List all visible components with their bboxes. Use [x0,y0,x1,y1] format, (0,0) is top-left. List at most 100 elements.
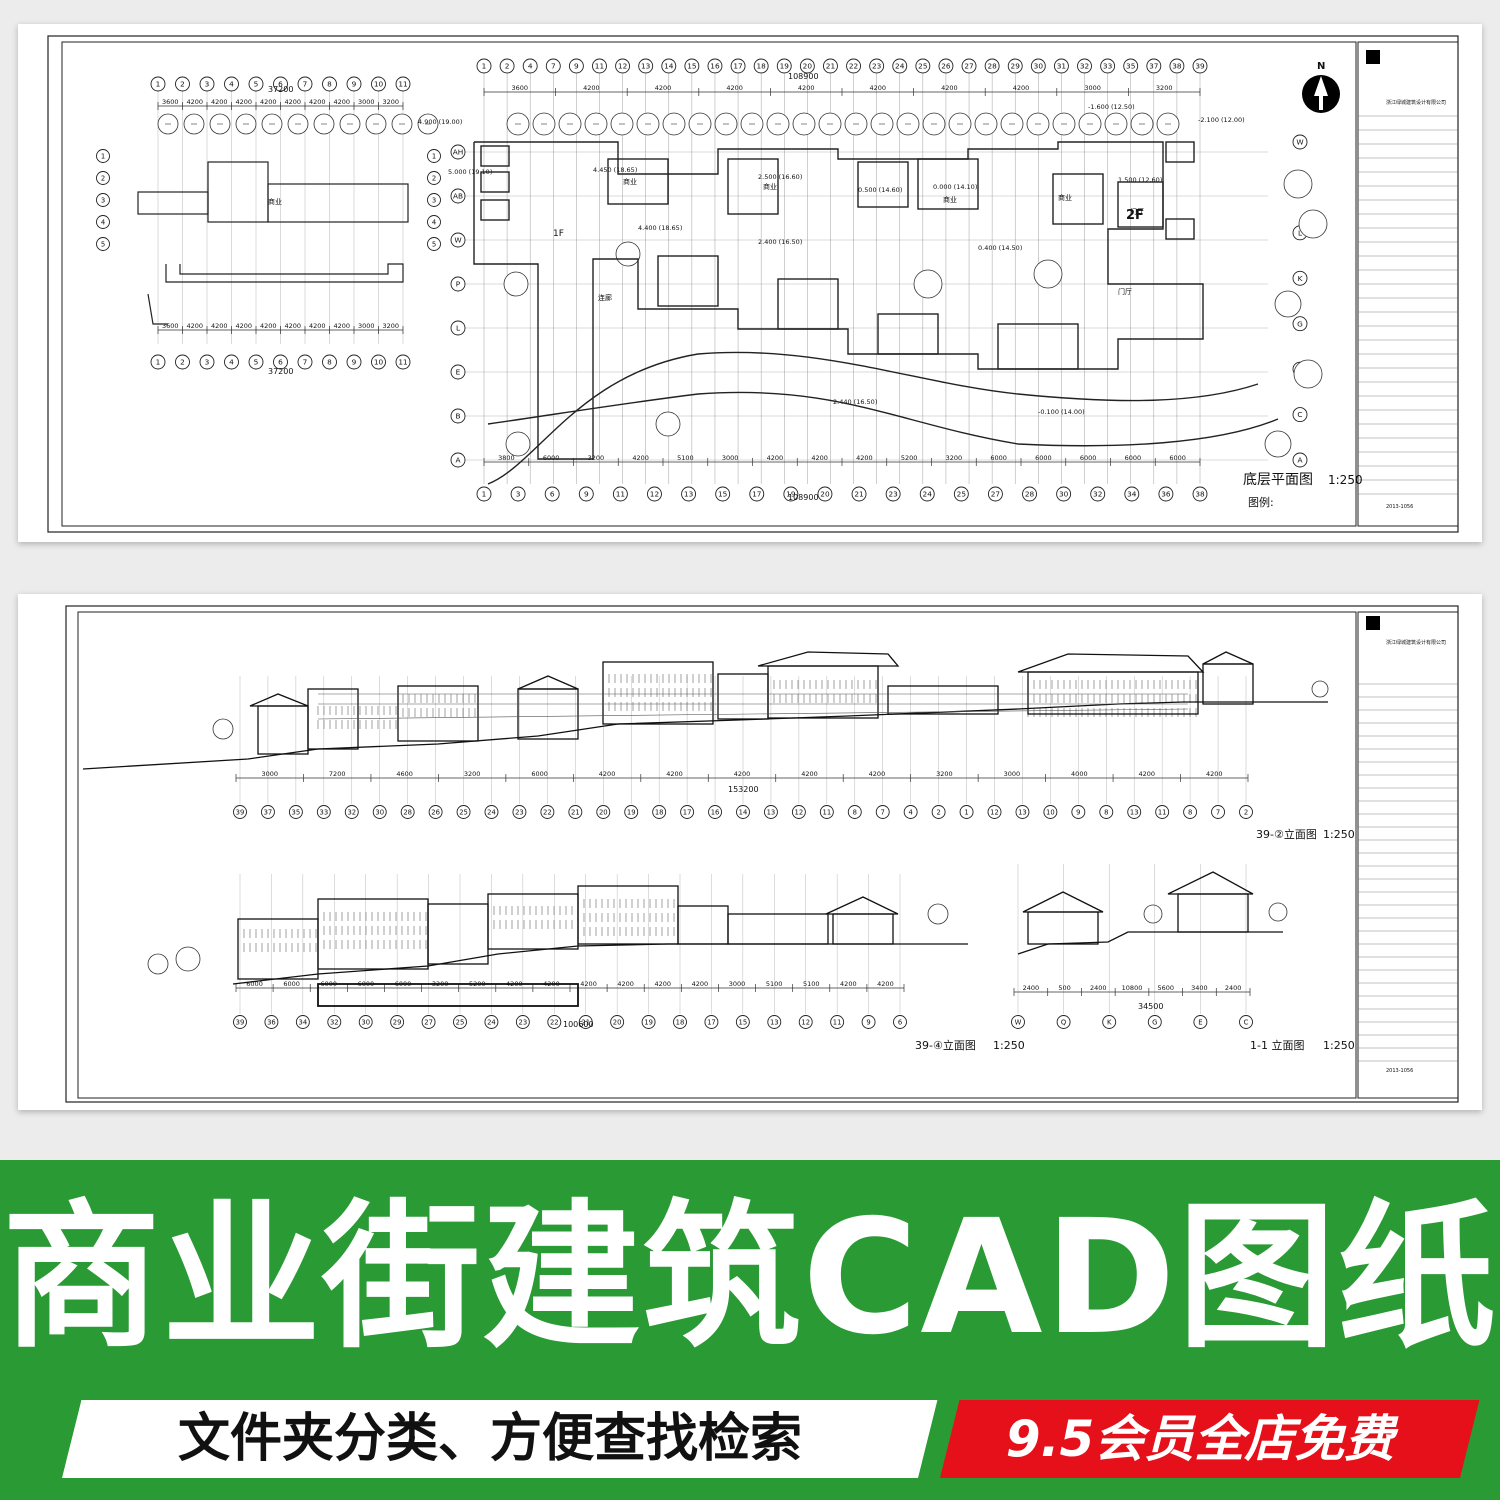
elevation-1-axis-bubble: 1 [959,805,974,819]
tree-icon [157,113,179,135]
plan-bottom-axis-bubble: 32 [1090,486,1106,502]
left-block-top-bubble: 9 [346,76,362,92]
room-label: 商业 [268,197,282,206]
tree-icon [714,112,738,136]
svg-text:500: 500 [1058,984,1070,992]
svg-text:31: 31 [1057,62,1066,71]
left-block-bottom-bubble: 9 [346,354,362,370]
svg-text:39: 39 [236,808,245,816]
svg-text:10: 10 [374,80,384,89]
tree-icon [287,113,309,135]
svg-text:4200: 4200 [870,84,887,92]
elevation-2-axis-bubble: 36 [264,1015,279,1029]
tree-icon [1000,112,1024,136]
elevation-2-title: 39-④立面图 [915,1038,976,1052]
svg-text:2: 2 [1244,808,1248,816]
svg-text:9: 9 [352,358,357,367]
svg-text:4200: 4200 [235,98,252,106]
svg-text:22: 22 [849,62,858,71]
left-block-side-bubble: 4 [427,215,441,229]
plan-top-axis-bubble: 1 [476,58,492,74]
plan-top-axis-bubble: 12 [615,58,631,74]
left-block-top-bubble: 3 [199,76,215,92]
svg-text:30: 30 [375,808,384,816]
svg-text:6000: 6000 [246,980,263,988]
tree-icon [636,112,660,136]
svg-text:1: 1 [964,808,968,816]
svg-text:37: 37 [264,808,273,816]
svg-text:4200: 4200 [856,454,873,462]
elevation-1-axis-bubble: 11 [1155,805,1170,819]
svg-text:5200: 5200 [901,454,918,462]
svg-text:19: 19 [627,808,636,816]
plan-top-axis-bubble: 26 [938,58,954,74]
elevation-2-axis-bubble: 29 [390,1015,405,1029]
svg-text:4200: 4200 [211,98,228,106]
elevation-1-axis-bubble: 14 [736,805,750,819]
elevation-2-axis-bubble: 11 [830,1015,845,1029]
elevation-2-axis-bubble: 34 [295,1015,310,1029]
svg-text:35: 35 [1126,62,1136,71]
svg-text:25: 25 [459,808,468,816]
left-block-side-bubble: 3 [427,193,441,207]
svg-text:24: 24 [487,808,496,816]
svg-text:32: 32 [347,808,356,816]
north-arrow-icon [1302,75,1340,113]
plan-bottom-axis-bubble: 21 [851,486,867,502]
svg-text:3200: 3200 [382,98,399,106]
elevation-2-axis-bubble: 12 [798,1015,813,1029]
tree-icon [1026,112,1050,136]
tree-icon [1283,169,1313,199]
tree-icon [1078,112,1102,136]
plan-bottom-axis-bubble: 28 [1022,486,1037,502]
left-block-side-bubble: 5 [96,237,110,251]
plan-bottom-axis-bubble: 12 [647,486,662,502]
left-block-top-bubble: 4 [224,76,239,92]
left-block-top-bubble: 1 [150,76,166,92]
svg-text:4200: 4200 [655,84,672,92]
svg-text:23: 23 [519,1018,528,1026]
svg-text:17: 17 [752,490,762,499]
svg-text:21: 21 [826,62,835,71]
left-block-side-bubble: 1 [427,149,441,163]
tree-icon [948,112,972,136]
svg-text:9: 9 [1076,808,1080,816]
svg-text:7: 7 [881,808,885,816]
svg-text:1: 1 [432,152,436,160]
plan-top-axis-bubble: 22 [846,58,861,74]
plan-left-axis-bubble: W [450,232,466,248]
tree-icon [339,113,361,135]
svg-text:8: 8 [853,808,857,816]
svg-text:14: 14 [739,808,748,816]
promo-headline: 商业街建筑CAD图纸 [2,1186,1498,1370]
svg-text:13: 13 [641,62,651,71]
svg-text:B: B [455,412,460,421]
elev-company: 浙江绿城建筑设计有限公司 [1386,639,1446,646]
svg-text:6: 6 [550,490,555,499]
svg-text:11: 11 [398,358,407,367]
svg-text:27: 27 [424,1018,433,1026]
tree-icon [235,113,257,135]
tree-icon [615,241,641,267]
svg-text:W: W [1296,138,1304,147]
svg-text:7: 7 [303,80,308,89]
elevation-1-axis-bubble: 37 [260,805,275,819]
elevation-1-axis-bubble: 12 [987,805,1002,819]
svg-text:6000: 6000 [1080,454,1097,462]
elevation-1-axis-bubble: 32 [344,805,359,819]
plan-top-axis-bubble: 15 [684,58,700,74]
svg-text:27: 27 [991,490,1001,499]
svg-text:5600: 5600 [1157,984,1174,992]
elevation-1-axis-bubble: 2 [931,805,946,819]
tree-icon [1130,112,1154,136]
svg-text:C: C [1244,1018,1249,1026]
elevation-2-axis-bubble: 19 [641,1015,656,1029]
svg-text:4200: 4200 [801,770,818,778]
svg-text:32: 32 [1080,62,1089,71]
svg-text:K: K [1107,1018,1112,1026]
elevation-2-axis-bubble: 25 [453,1015,467,1029]
elevation-2-axis-bubble: 23 [515,1015,530,1029]
svg-text:4600: 4600 [396,770,413,778]
